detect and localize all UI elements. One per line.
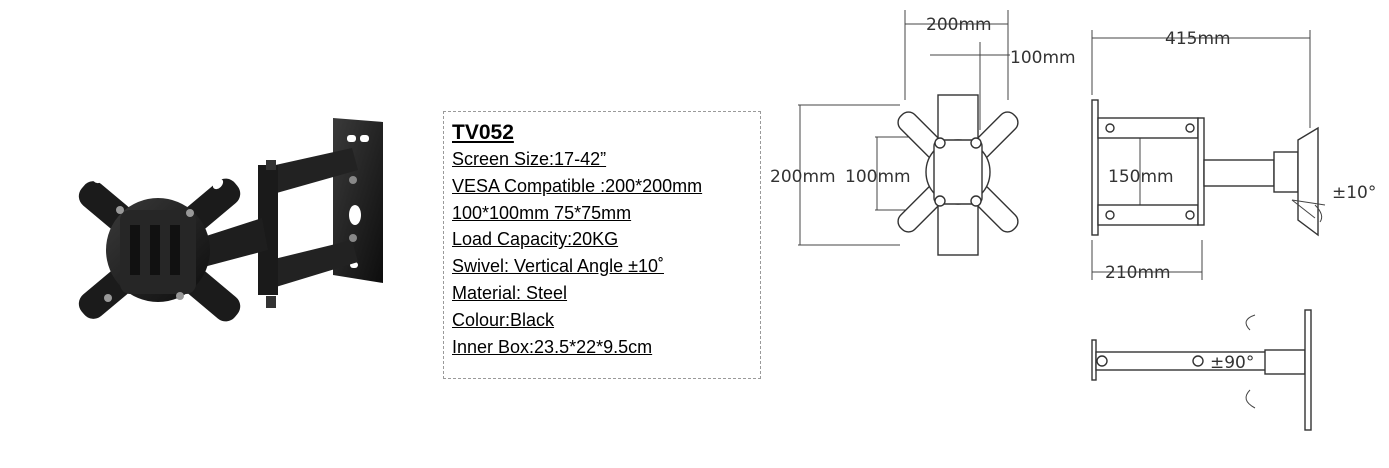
- dim-width-200: 200mm: [926, 15, 992, 35]
- side-view-drawing: 415mm 210mm 150mm ±10°: [1091, 29, 1376, 283]
- dim-height-100: 100mm: [845, 167, 911, 187]
- spec-vesa: VESA Compatible :200*200mm: [452, 175, 703, 196]
- model-number: TV052: [452, 121, 514, 144]
- dim-swivel: ±90°: [1210, 353, 1254, 373]
- dim-plate-height: 150mm: [1108, 167, 1174, 187]
- product-photo: [52, 118, 383, 378]
- spec-swivel: Swivel: Vertical Angle ±10˚: [452, 256, 664, 277]
- spec-colour: Colour:Black: [452, 309, 555, 330]
- dim-folded: 210mm: [1105, 263, 1171, 283]
- dim-width-100: 100mm: [1010, 48, 1076, 68]
- articulating-arm: [200, 148, 358, 308]
- spec-material: Material: Steel: [452, 282, 568, 303]
- mounting-holes: [52, 156, 238, 378]
- spec-load-capacity: Load Capacity:20KG: [452, 229, 619, 250]
- vesa-bracket: [78, 178, 241, 322]
- dim-height-200: 200mm: [770, 167, 836, 187]
- front-view-drawing: 200mm 100mm 200mm 100mm: [770, 10, 1076, 256]
- top-view-drawing: ±90°: [1091, 309, 1312, 431]
- spec-box: TV052 Screen Size:17-42” VESA Compatible…: [443, 111, 761, 379]
- dim-tilt: ±10°: [1332, 183, 1376, 203]
- spec-screen-size: Screen Size:17-42”: [452, 149, 607, 169]
- dim-extended: 415mm: [1165, 29, 1231, 49]
- spec-inner-box: Inner Box:23.5*22*9.5cm: [452, 336, 653, 357]
- spec-vesa-small: 100*100mm 75*75mm: [452, 202, 632, 223]
